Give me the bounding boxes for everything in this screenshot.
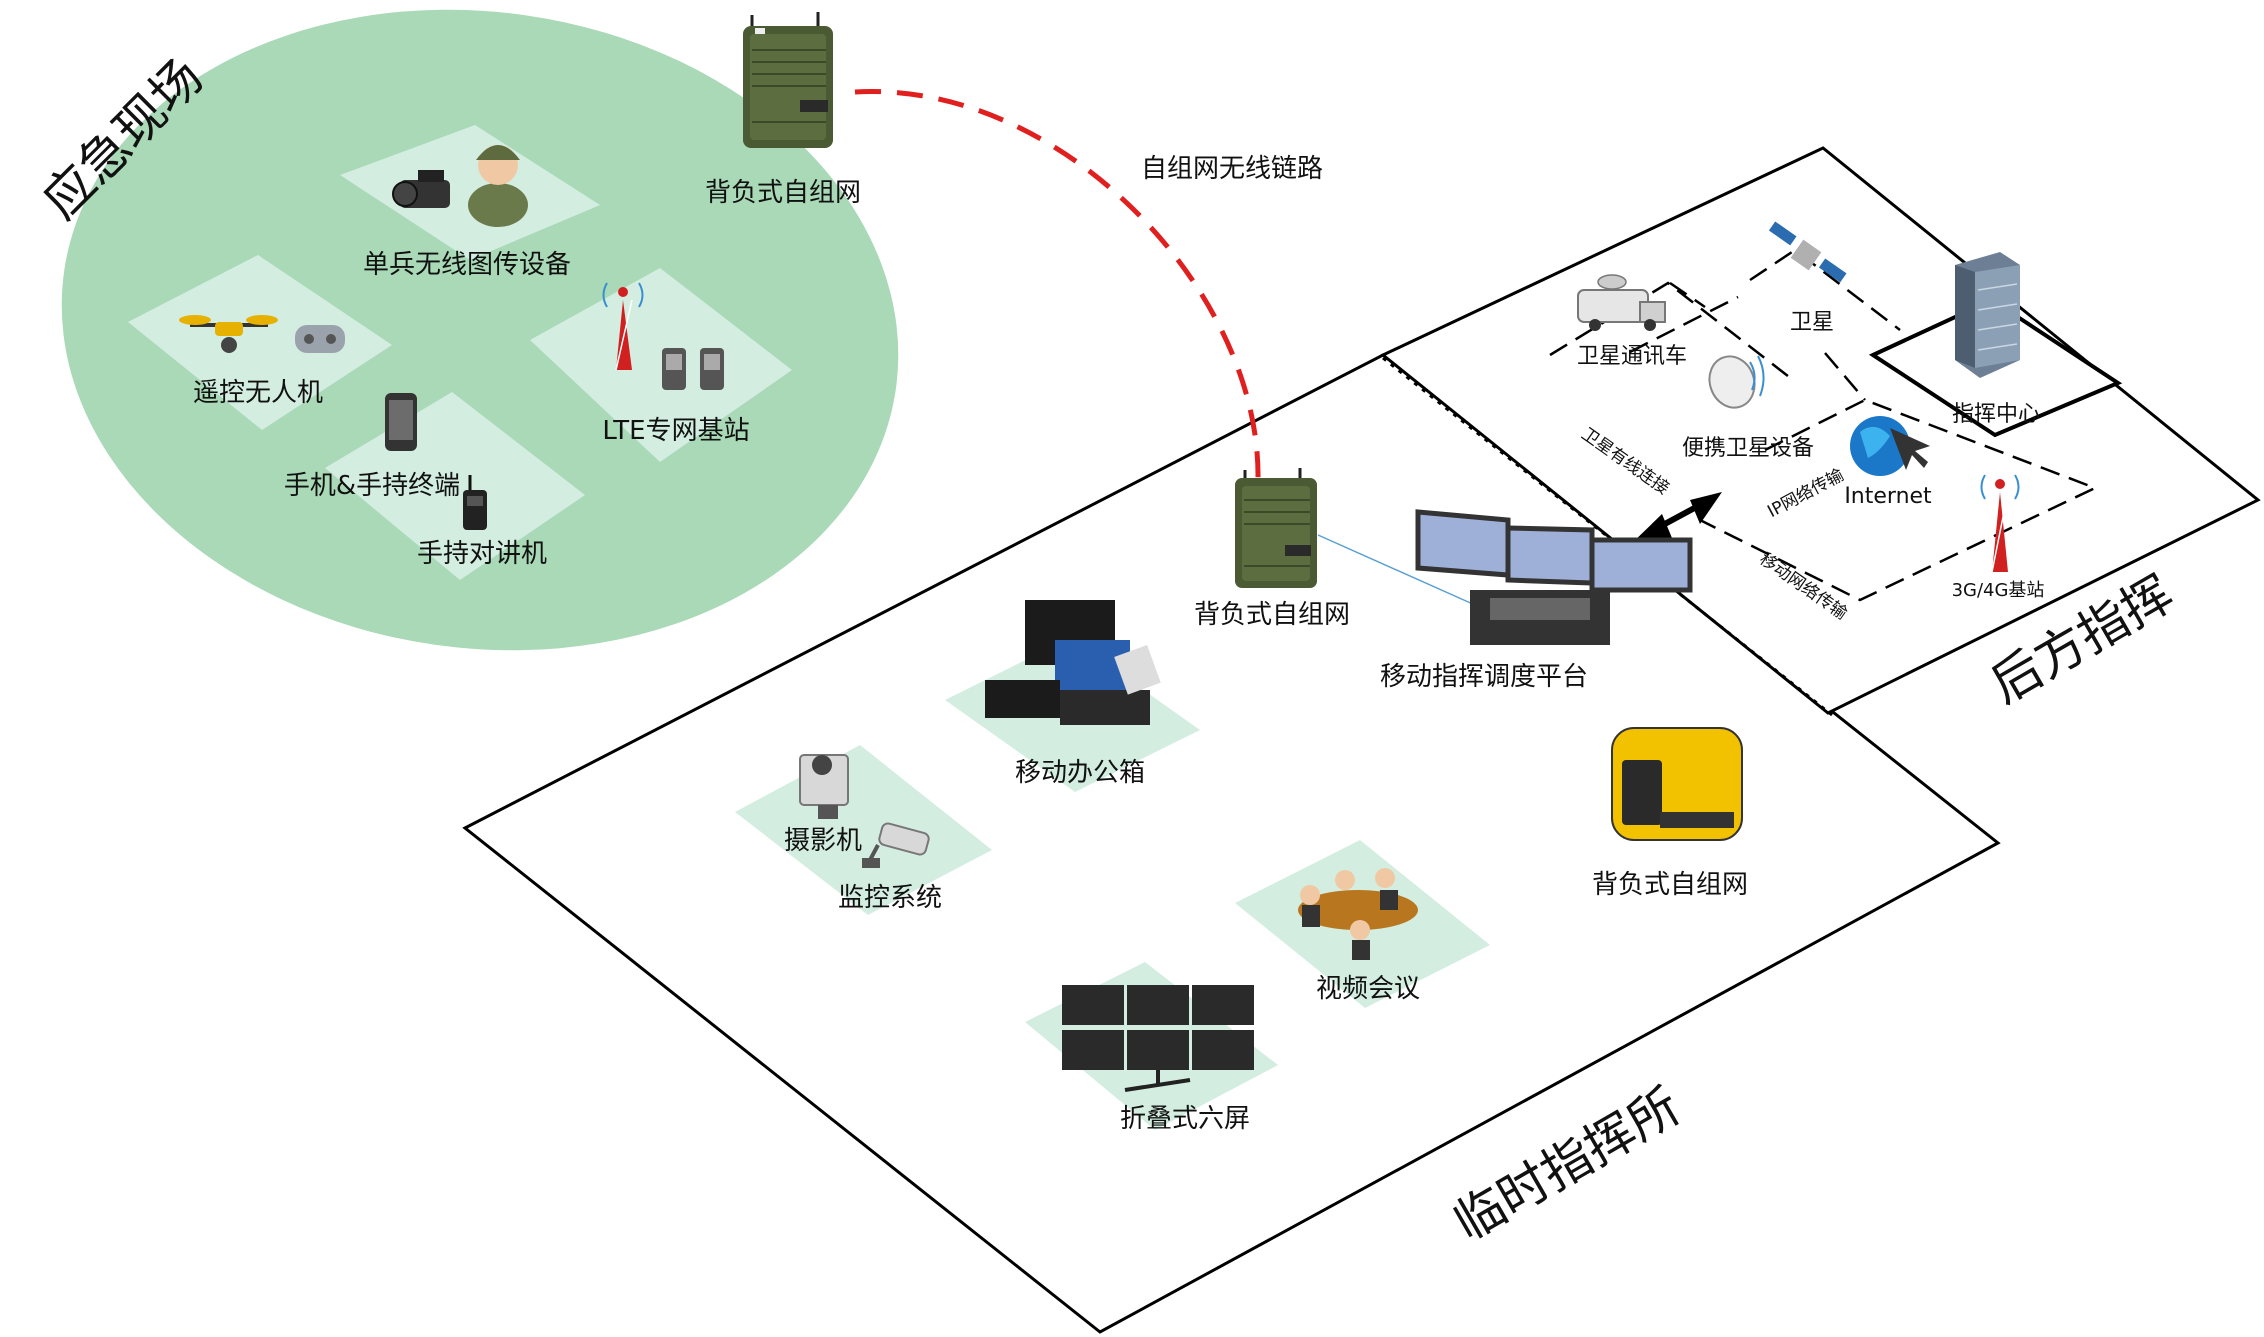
backpack-radio-icon [743, 12, 833, 148]
field-zone-ellipse [61, 9, 899, 651]
label-platform: 移动指挥调度平台 [1379, 662, 1589, 692]
camcorder-icon [392, 170, 450, 208]
label-backpack-mid: 背负式自组网 [1193, 600, 1351, 630]
drone-icon [179, 315, 278, 353]
satellite-truck-icon [1577, 274, 1666, 331]
dispatch-platform-icon [1415, 509, 1693, 645]
video-conference-icon [1298, 868, 1418, 960]
label-video-conf: 视频会议 [1315, 974, 1421, 1004]
mesh-wireless-link [854, 89, 1261, 479]
rear-dashed-links [1549, 248, 2099, 602]
label-sat-truck: 卫星通讯车 [1576, 344, 1688, 369]
base-station-tower-icon [1980, 474, 2020, 573]
surveillance-camera-icon [862, 822, 930, 868]
six-screen-icon [1062, 985, 1254, 1092]
label-satellite: 卫星 [1789, 310, 1835, 335]
handheld-phone-icon [662, 348, 724, 390]
label-camera: 摄影机 [783, 826, 863, 856]
generator-icon [1611, 727, 1743, 841]
soldier-icon [468, 145, 528, 227]
pad-uav [128, 255, 392, 430]
pad-soldier [340, 125, 600, 260]
pad-lte [530, 268, 792, 462]
video-camera-icon [799, 754, 849, 819]
lte-tower-icon [602, 282, 644, 371]
walkie-talkie-icon [463, 475, 487, 530]
label-walkie: 手持对讲机 [416, 539, 548, 569]
temp-zone-outline [462, 353, 2001, 1334]
label-portable-sat: 便携卫星设备 [1681, 436, 1815, 461]
internet-globe-icon [1850, 416, 1930, 476]
satellite-icon [1768, 221, 1847, 283]
gamepad-icon [295, 325, 345, 353]
label-command-center: 指挥中心 [1951, 402, 2041, 427]
building-icon [1955, 252, 2020, 378]
label-internet: Internet [1844, 484, 1932, 509]
backpack-platform-link [1317, 534, 1476, 606]
label-lte: LTE专网基站 [602, 416, 750, 446]
label-base-station: 3G/4G基站 [1951, 580, 2045, 601]
label-six-screen: 折叠式六屏 [1119, 1104, 1251, 1134]
double-arrow [1630, 492, 1722, 545]
label-uav: 遥控无人机 [192, 378, 324, 408]
office-box-icon [985, 600, 1161, 725]
satellite-dish-icon [1708, 355, 1765, 409]
label-phone: 手机&手持终端 [283, 471, 461, 501]
label-mesh-wireless: 自组网无线链路 [1140, 154, 1324, 184]
label-generator: 背负式自组网 [1591, 870, 1749, 900]
label-backpack-top: 背负式自组网 [704, 178, 862, 208]
label-soldier: 单兵无线图传设备 [362, 250, 572, 280]
label-office-box: 移动办公箱 [1014, 758, 1146, 788]
backpack-radio-icon [1235, 468, 1317, 588]
label-monitor: 监控系统 [837, 883, 943, 913]
smartphone-icon [385, 393, 417, 451]
